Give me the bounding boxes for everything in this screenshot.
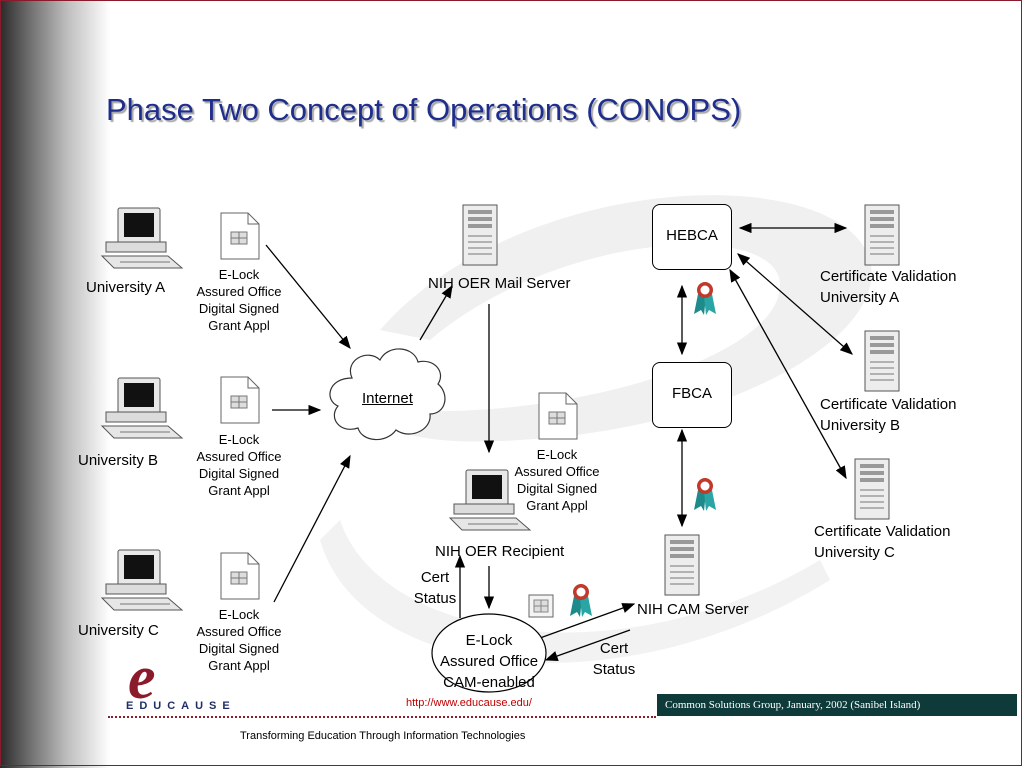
cert-validation-c: Certificate Validation University C [814,521,950,563]
desktop-computer-icon [100,207,184,269]
cert-validation-b: Certificate Validation University B [820,394,956,436]
cert-validation-a: Certificate Validation University A [820,266,956,308]
elock-oval-line: E-Lock [465,632,513,649]
server-tower-icon [864,204,900,266]
caption-line: Digital Signed [198,466,280,481]
doc-caption-recipient: E-Lock Assured Office Digital Signed Gra… [502,446,612,514]
caption-line: Digital Signed [198,301,280,316]
left-gradient-shade [0,0,110,768]
educause-logo-icon: e [128,652,156,704]
caption-line: Grant Appl [208,318,270,333]
document-icon [220,552,260,600]
caption-line: Grant Appl [208,658,270,673]
elock-oval-line: Assured Office [439,653,539,670]
server-tower-icon [664,534,700,596]
document-icon [220,376,260,424]
doc-caption-univ-b: E-Lock Assured Office Digital Signed Gra… [184,431,294,499]
caption-line: Assured Office [196,624,282,639]
caption-line: E-Lock [218,432,260,447]
desktop-computer-icon [100,549,184,611]
cert-validation-line: University A [820,289,900,306]
small-document-icon [528,594,554,618]
footer-tagline: Transforming Education Through Informati… [240,730,526,742]
cert-validation-line: Certificate Validation [820,268,957,285]
mail-server-label: NIH OER Mail Server [428,275,571,292]
caption-line: Grant Appl [526,498,588,513]
cert-validation-line: Certificate Validation [820,396,957,413]
cloud-icon [329,348,446,441]
cert-status-right: Cert Status [586,638,642,680]
educause-logo-letter: e [128,652,156,704]
server-tower-icon [462,204,498,266]
footer-url-link[interactable]: http://www.educause.edu/ [406,697,532,709]
desktop-computer-icon [448,469,532,531]
elock-oval-text: E-Lock Assured Office CAM-enabled [430,630,548,693]
cert-validation-line: University C [814,544,895,561]
slide-title: Phase Two Concept of Operations (CONOPS) [106,92,742,127]
caption-line: Digital Signed [198,641,280,656]
fbca-box: FBCA [652,362,732,428]
elock-oval-line: CAM-enabled [443,674,535,691]
arrow-hebca-cv-c [729,268,847,480]
elock-oval-shape [431,613,547,693]
caption-line: E-Lock [218,267,260,282]
university-c-label: University C [78,622,159,639]
caption-line: Digital Signed [516,481,598,496]
server-tower-icon [854,458,890,520]
internet-label: Internet [362,390,413,407]
server-tower-icon [864,330,900,392]
arrow-univ-c-to-internet [273,454,351,603]
fbca-label: FBCA [671,385,712,402]
cert-status-line: Cert [599,640,629,657]
doc-caption-univ-a: E-Lock Assured Office Digital Signed Gra… [184,266,294,334]
footer-credit-bar: Common Solutions Group, January, 2002 (S… [657,694,1017,716]
hebca-label: HEBCA [666,227,718,244]
university-a-label: University A [86,279,166,296]
cert-status-line: Status [592,661,636,678]
recipient-label: NIH OER Recipient [435,543,565,560]
arrow-univ-a-to-internet [265,244,351,350]
cert-validation-line: Certificate Validation [814,523,951,540]
university-b-label: University B [78,452,159,469]
award-ribbon-icon [694,478,716,511]
cam-server-label: NIH CAM Server [637,601,749,618]
desktop-computer-icon [100,377,184,439]
caption-line: Assured Office [196,449,282,464]
caption-line: Grant Appl [208,483,270,498]
hebca-box: HEBCA [652,204,732,270]
cert-status-line: Cert [420,569,450,586]
cert-status-left: Cert Status [408,567,462,609]
arrow-cam-to-oval [544,629,631,661]
document-icon [538,392,578,440]
document-icon [220,212,260,260]
cert-validation-line: University B [820,417,901,434]
arrow-oval-to-cam [539,603,636,639]
caption-line: Assured Office [196,284,282,299]
award-ribbon-icon [694,282,716,315]
caption-line: E-Lock [536,447,578,462]
arrow-internet-to-mail-server [419,284,453,341]
cert-status-line: Status [413,590,457,607]
award-ribbon-icon [570,584,592,617]
caption-line: E-Lock [218,607,260,622]
footer-divider [108,716,656,718]
footer-credit-text: Common Solutions Group, January, 2002 (S… [665,699,921,711]
doc-caption-univ-c: E-Lock Assured Office Digital Signed Gra… [184,606,294,674]
caption-line: Assured Office [514,464,600,479]
educause-wordmark: EDUCAUSE [126,700,236,712]
